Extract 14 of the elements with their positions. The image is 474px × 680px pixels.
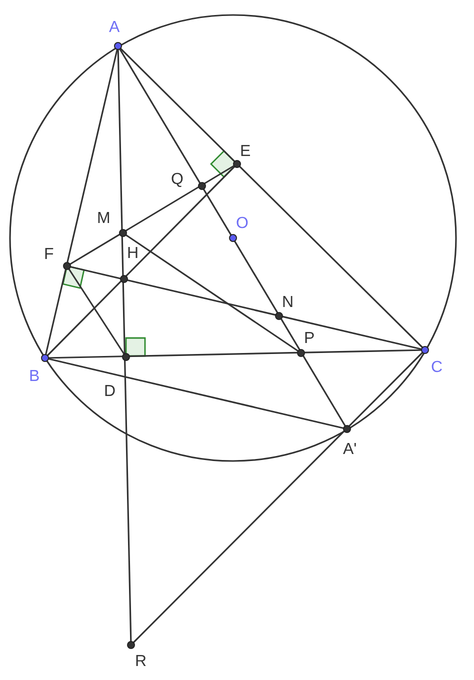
point-label: H: [127, 245, 139, 263]
point-label: E: [240, 143, 251, 161]
point-label: N: [282, 294, 294, 312]
point-label: B: [29, 368, 40, 386]
point-label: M: [97, 210, 110, 228]
point-label: R: [135, 653, 147, 671]
point-label: F: [44, 246, 54, 264]
point-label: C: [431, 359, 443, 377]
point-label: A: [109, 19, 120, 37]
point-label: O: [236, 215, 248, 233]
point-label: Q: [171, 171, 184, 189]
point-label: P: [304, 330, 315, 348]
point-label: D: [104, 383, 116, 401]
point-label: A': [343, 441, 357, 459]
